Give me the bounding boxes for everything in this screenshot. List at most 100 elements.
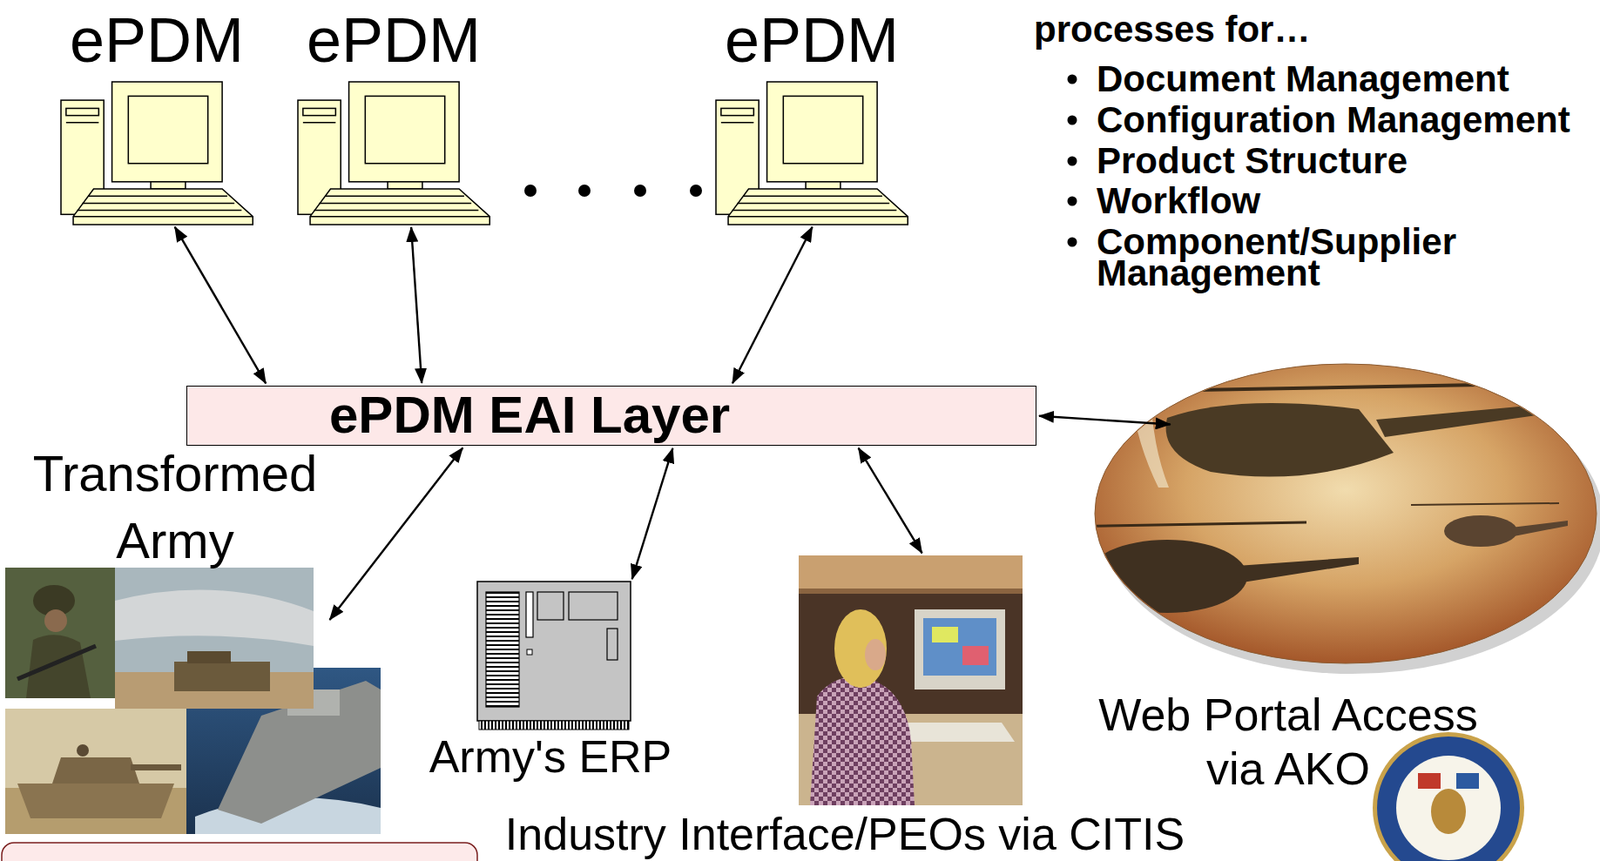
- computer-node: ePDM: [289, 1, 499, 225]
- drawing-rect: [914, 609, 1006, 690]
- node-label: Web Portal Access via AKO: [1083, 688, 1493, 797]
- drawing-circle: [689, 184, 703, 197]
- portal-node: Web Portal Access via AKO: [1080, 364, 1597, 798]
- label-slot: Document Management: [1096, 59, 1594, 100]
- list-item: Product Structure: [1096, 141, 1594, 182]
- drawing-rect: [1417, 773, 1441, 790]
- bidirectional-arrow: [411, 227, 422, 384]
- drawing-path: [810, 677, 915, 807]
- drawing-line: [17, 646, 96, 680]
- drawing-circle: [1377, 736, 1520, 861]
- drawing-ellipse: [1431, 789, 1466, 835]
- drawing-ellipse: [1444, 515, 1518, 547]
- drawing-ellipse: [1094, 364, 1597, 664]
- bidirectional-arrow: [732, 227, 813, 385]
- drawing-path: [1236, 557, 1359, 584]
- drawing-path: [26, 634, 91, 699]
- drawing-circle: [1396, 756, 1501, 861]
- drawing-rect: [962, 646, 989, 666]
- node-label: ePDM: [707, 5, 917, 75]
- computer-node: ePDM: [707, 1, 917, 225]
- industry-node: Industry Interface/PEOs via CITIS: [487, 555, 1202, 858]
- label-slot: processes for…: [1033, 10, 1435, 49]
- node-label: ePDM: [52, 5, 262, 75]
- drawing-line: [1062, 522, 1307, 527]
- computer-node: ePDM: [52, 1, 262, 225]
- drawing-circle: [1067, 156, 1078, 167]
- industry-user-photo: [798, 555, 1023, 806]
- drawing-rect: [537, 592, 564, 621]
- node-label: ePDM: [289, 5, 499, 75]
- erp-node: Army's ERP: [411, 579, 690, 784]
- drawing-circle: [634, 184, 647, 197]
- drawing-rect: [479, 721, 629, 730]
- bidirectional-arrow: [632, 448, 674, 580]
- drawing-rect: [526, 592, 534, 638]
- bidirectional-arrow: [858, 448, 923, 554]
- label-slot: Component/Supplier Management: [1096, 226, 1594, 290]
- list-item: Document Management: [1096, 59, 1594, 100]
- drawing-ellipse: [864, 639, 886, 671]
- drawing-rect: [798, 555, 1023, 593]
- drawing-rect: [5, 567, 115, 699]
- note-box: [1, 843, 478, 861]
- computer-icon: [297, 81, 490, 225]
- drawing-rect: [114, 567, 314, 709]
- drawing-line: [1106, 383, 1568, 392]
- node-label: Industry Interface/PEOs via CITIS: [487, 811, 1202, 858]
- drawing-circle: [1372, 732, 1525, 861]
- computer-icon: [60, 81, 253, 225]
- erp-server-icon: [477, 581, 631, 730]
- drawing-rect: [931, 627, 959, 643]
- drawing-path: [114, 590, 314, 648]
- web-portal-picture: [1062, 364, 1600, 675]
- ellipsis-dots: [524, 184, 703, 197]
- army-seal: [1372, 732, 1525, 861]
- drawing-rect: [798, 555, 1023, 806]
- node-label: Army's ERP: [411, 732, 690, 782]
- drawing-rect: [526, 649, 533, 655]
- drawing-rect: [5, 708, 187, 835]
- drawing-polygon: [52, 757, 140, 784]
- drawing-circle: [76, 744, 89, 757]
- list-item: Component/Supplier Management: [1096, 226, 1594, 290]
- drawing-ellipse: [1086, 540, 1248, 614]
- drawing-rect: [477, 581, 631, 722]
- label-slot: Workflow: [1096, 181, 1594, 222]
- bidirectional-arrow: [175, 227, 267, 385]
- drawing-ellipse: [834, 609, 887, 689]
- drawing-path: [1166, 403, 1394, 478]
- drawing-rect: [486, 592, 520, 708]
- drawing-circle: [1067, 115, 1078, 126]
- drawing-rect: [568, 592, 618, 621]
- list-heading: processes for…: [1033, 10, 1435, 49]
- bidirectional-arrow: [1039, 416, 1171, 426]
- band-label: ePDM EAI Layer: [187, 386, 1036, 445]
- node-label: Transformed Army: [5, 439, 345, 574]
- bidirectional-arrow: [330, 447, 464, 621]
- bullet-dots: [1067, 74, 1078, 248]
- drawing-rect: [923, 618, 997, 676]
- computer-icon: [715, 81, 908, 225]
- integration-band: ePDM EAI Layer: [186, 385, 1037, 446]
- list-item: Workflow: [1096, 181, 1594, 222]
- drawing-rect: [607, 628, 618, 661]
- label-slot: Product Structure: [1096, 141, 1594, 182]
- drawing-rect: [1456, 773, 1479, 790]
- drawing-circle: [44, 609, 68, 633]
- drawing-path: [1132, 409, 1169, 488]
- drawing-rect: [798, 588, 1023, 595]
- drawing-rect: [174, 661, 271, 692]
- army-photo-collage: [5, 567, 381, 835]
- drawing-path: [1376, 402, 1568, 438]
- army-node: Transformed Army: [5, 439, 381, 837]
- drawing-circle: [524, 184, 537, 197]
- drawing-circle: [1067, 196, 1078, 207]
- drawing-line: [1410, 503, 1560, 506]
- drawing-g: [1062, 383, 1568, 614]
- list-item: Configuration Management: [1096, 100, 1594, 141]
- drawing-circle: [1067, 237, 1078, 248]
- label-slot: Configuration Management: [1096, 100, 1594, 141]
- drawing-circle: [578, 184, 591, 197]
